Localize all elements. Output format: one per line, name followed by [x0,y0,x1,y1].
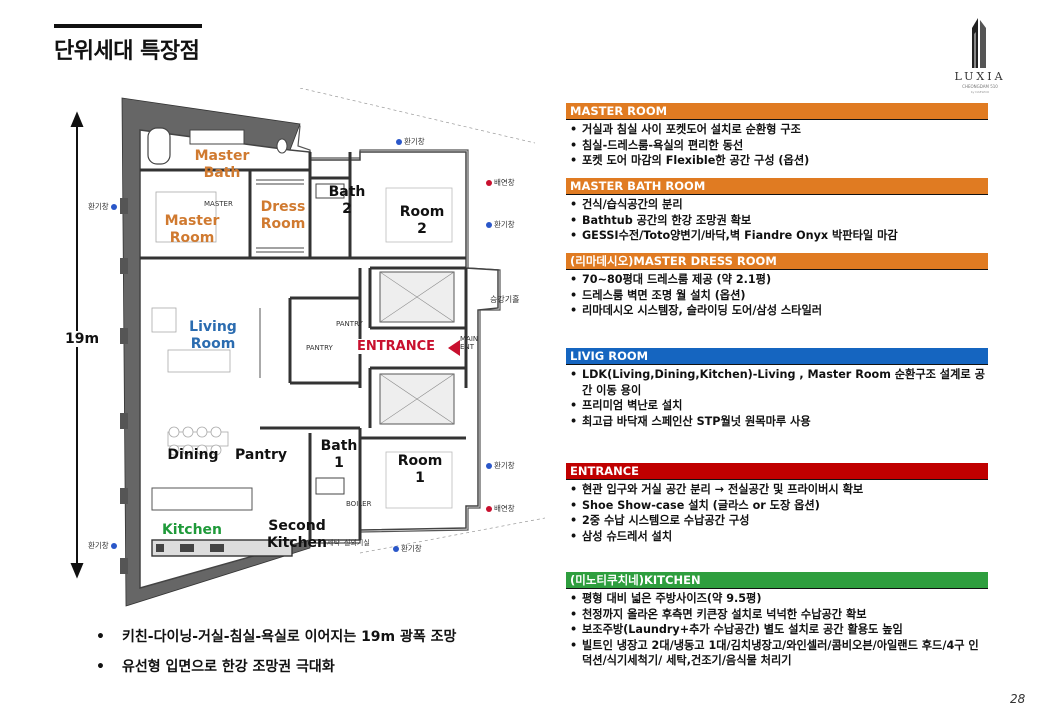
section-item: •Bathtub 공간의 한강 조망권 확보 [570,213,752,227]
section-item: •LDK(Living,Dining,Kitchen)-Living , Mas… [570,368,985,397]
section-header: MASTER BATH ROOM [566,178,988,195]
section-item: •GESSI수전/Toto양변기/바닥,벽 Fiandre Onyx 박판타일 … [570,229,898,243]
section-header: LIVIG ROOM [566,348,988,365]
vent-marker: 환기창 [486,460,515,471]
feature-bullet: •유선형 입면으로 한강 조망권 극대화 [96,659,335,675]
feature-bullet: •키친-다이닝-거실-침실-욕실로 이어지는 19m 광폭 조망 [96,629,457,645]
vent-marker: 환기창 [88,540,117,551]
vent-marker: 환기창 [396,136,425,147]
room-label-second-kitchen: Second Kitchen [266,518,328,551]
room-label-dress-room: Dress Room [260,199,306,232]
room-label-bath2: Bath 2 [328,184,366,217]
plan-note-outdoor: 실외기실 [344,539,370,547]
brand-logo: LUXIA CHEONGDAM 510 by DAEWOO [950,14,1010,94]
section-header: MASTER ROOM [566,103,988,120]
section-item: •현관 입구와 거실 공간 분리 → 전실공간 및 프라이버시 확보 [570,483,864,496]
room-label-room1: Room 1 [397,453,443,486]
floor-plan [70,88,545,607]
section-item: •리마데시오 시스템장, 슬라이딩 도어/삼성 스타일러 [570,304,823,318]
plan-note-pantry: PANTRY [306,344,333,352]
section-item: •평형 대비 넓은 주방사이즈(약 9.5평) [570,592,762,605]
section-item: •천정까지 올라온 후측면 키큰장 설치로 넉넉한 수납공간 확보 [570,607,867,621]
exhaust-marker: 배연창 [486,177,515,188]
plan-note-main-ent: MAIN ENT [460,335,479,351]
section-master-bath: MASTER BATH ROOM •건식/습식공간의 분리 •Bathtub 공… [566,178,988,244]
entrance-arrow-icon [448,340,460,356]
section-living-room: LIVIG ROOM •LDK(Living,Dining,Kitchen)-L… [566,348,988,429]
room-label-living-room: Living Room [189,319,237,352]
dimension-label: 19m [63,331,102,347]
room-label-entrance: ENTRANCE [355,339,437,354]
page-title: 단위세대 특장점 [54,39,200,64]
title-accent-bar [54,24,202,28]
room-label-master-room: Master Room [164,213,220,246]
logo-sub2: by DAEWOO [970,90,990,94]
room-label-bath1: Bath 1 [320,438,358,471]
section-item: •빌트인 냉장고 2대/냉동고 1대/김치냉장고/와인셀러/콤비오븐/아일랜드 … [570,638,979,668]
section-master-room: MASTER ROOM •거실과 침실 사이 포켓도어 설치로 순환형 구조 •… [566,103,988,169]
plan-note-lobby: 승강기홀 [490,295,520,304]
logo-tower-icon [972,18,986,68]
section-item: •침실-드레스룸-욕실의 편리한 동선 [570,138,744,152]
section-master-dress: (리마데시오)MASTER DRESS ROOM •70~80평대 드레스룸 제… [566,253,988,319]
section-item: •거실과 침실 사이 포켓도어 설치로 순환형 구조 [570,123,801,136]
room-label-master-bath: Master Bath [194,148,250,181]
section-item: •2중 수납 시스템으로 수납공간 구성 [570,514,750,528]
section-kitchen: (미노티쿠치네)KITCHEN •평형 대비 넓은 주방사이즈(약 9.5평) … [566,572,988,669]
plan-note-boiler: BOILER [346,500,372,508]
section-item: •삼성 슈드레서 설치 [570,529,673,543]
section-item: •포켓 도어 마감의 Flexible한 공간 구성 (옵션) [570,154,810,168]
section-header: ENTRANCE [566,463,988,480]
logo-sub: CHEONGDAM 510 [962,84,998,89]
feature-bullets: •키친-다이닝-거실-침실-욕실로 이어지는 19m 광폭 조망 •유선형 입면… [96,622,456,682]
plan-note-pantry: PANTRY [336,320,363,328]
vent-marker: 환기창 [393,543,422,554]
logo-word: LUXIA [954,70,1006,83]
section-item: •보조주방(Laundry+추가 수납공간) 별도 설치로 공간 활용도 높임 [570,623,903,637]
room-label-dining: Dining [167,447,219,463]
section-entrance: ENTRANCE •현관 입구와 거실 공간 분리 → 전실공간 및 프라이버시… [566,463,988,544]
vent-marker: 환기창 [486,219,515,230]
section-item: •드레스룸 벽면 조명 월 설치 (옵션) [570,288,746,302]
room-label-pantry: Pantry [234,447,288,463]
exhaust-marker: 배연창 [486,503,515,514]
plan-note-master: MASTER [204,200,233,208]
section-header: (미노티쿠치네)KITCHEN [566,572,988,589]
plan-note-laundry: 세탁 [327,539,340,547]
section-item: •최고급 바닥재 스페인산 STP월넛 원목마루 사용 [570,414,811,428]
section-item: •Shoe Show-case 설치 (글라스 or 도장 옵션) [570,498,820,512]
room-label-room2: Room 2 [399,204,445,237]
section-header: (리마데시오)MASTER DRESS ROOM [566,253,988,270]
room-label-kitchen: Kitchen [161,522,223,538]
section-item: •70~80평대 드레스룸 제공 (약 2.1평) [570,273,772,286]
vent-marker: 환기창 [88,201,117,212]
section-item: •프리미엄 벽난로 설치 [570,399,683,413]
section-item: •건식/습식공간의 분리 [570,198,683,211]
page-number: 28 [1010,692,1026,706]
